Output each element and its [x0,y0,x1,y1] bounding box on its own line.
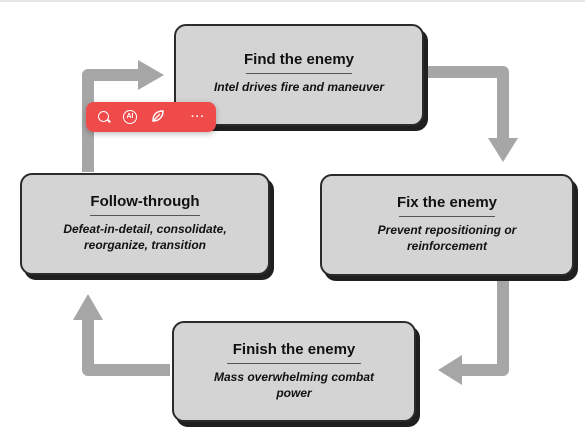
arrowhead-find [138,60,164,90]
more-icon[interactable]: ··· [191,111,205,123]
arrow-fix-to-finish [460,280,509,376]
arrow-finish-to-follow [82,318,170,376]
node-description: Mass overwhelming combat power [213,370,375,400]
arrowhead-follow [73,294,103,320]
search-icon[interactable] [96,109,112,125]
node-title: Follow-through [90,193,200,210]
arrowhead-finish [438,355,462,385]
node-title: Fix the enemy [396,194,498,211]
ai-icon[interactable]: AI [122,109,138,125]
leaf-icon[interactable] [150,109,166,125]
arrow-find-to-fix [426,66,509,140]
title-underline [399,216,495,217]
title-underline [227,363,361,364]
node-description: Prevent repositioning or reinforcement [377,223,517,253]
node-description: Intel drives fire and maneuver [213,80,385,94]
node-fix-the-enemy: Fix the enemy Prevent repositioning or r… [320,174,574,276]
title-underline [90,215,200,216]
arrow-follow-to-find [82,69,140,172]
floating-toolbar: AI ··· [86,102,216,132]
node-follow-through: Follow-through Defeat-in-detail, consoli… [20,173,270,275]
top-divider [0,0,585,2]
node-description: Defeat-in-detail, consolidate, reorganiz… [63,222,227,252]
node-finish-the-enemy: Finish the enemy Mass overwhelming comba… [172,321,416,422]
node-title: Finish the enemy [232,341,356,358]
arrowhead-fix [488,138,518,162]
title-underline [246,73,352,74]
node-title: Find the enemy [243,51,355,68]
